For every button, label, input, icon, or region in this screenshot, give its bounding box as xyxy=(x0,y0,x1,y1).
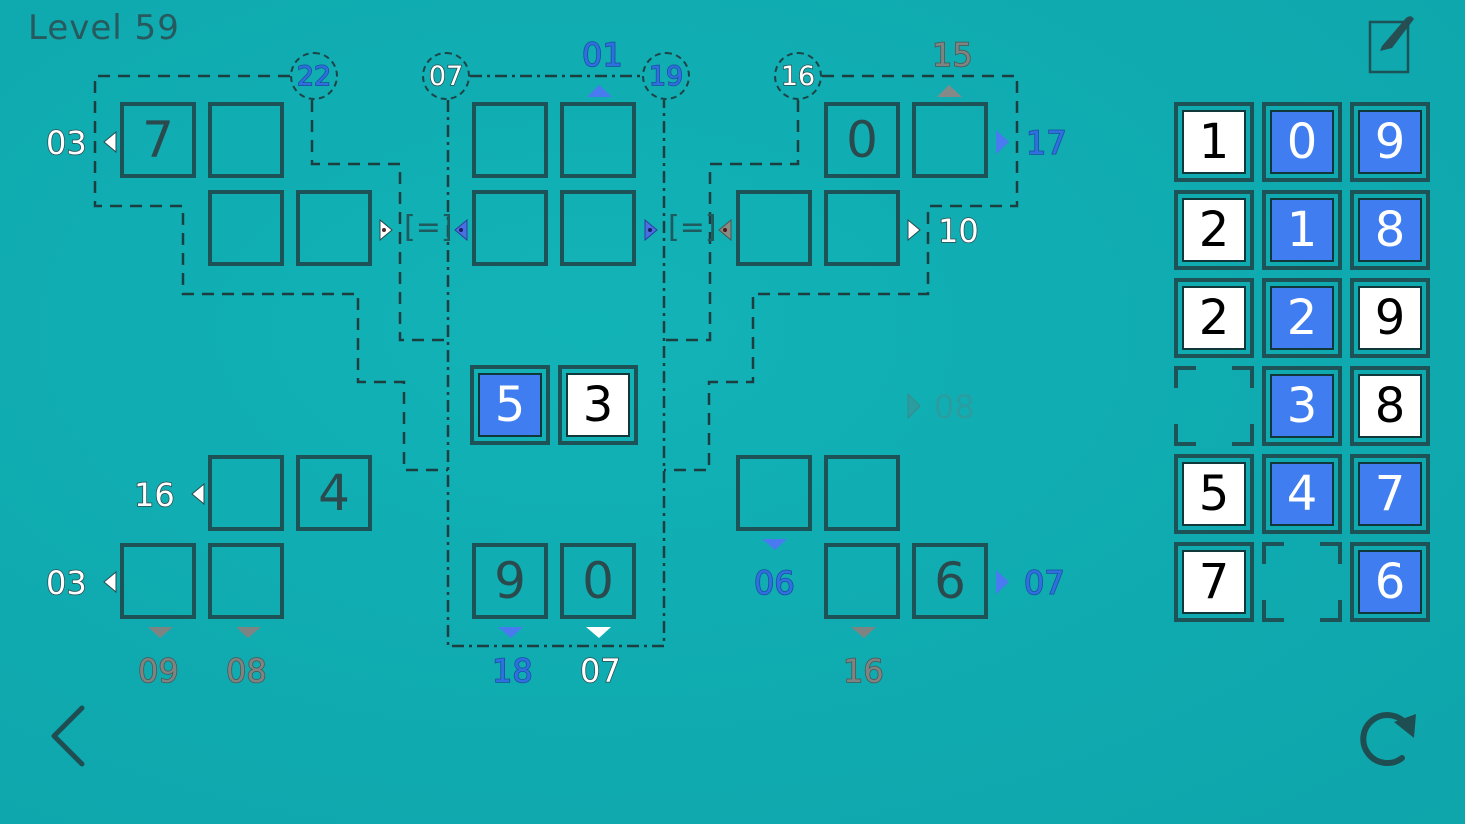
clue-bottom: 09 xyxy=(137,651,179,691)
chevron-left-icon xyxy=(51,705,85,767)
board-cell[interactable]: 0 xyxy=(560,543,636,619)
tray-tile[interactable]: 4 xyxy=(1262,454,1342,534)
clue-right: 07 xyxy=(1023,563,1065,603)
clue-left: 16 xyxy=(133,475,175,515)
clue-bottom: 18 xyxy=(491,651,533,691)
tray-tile[interactable]: 7 xyxy=(1350,454,1430,534)
clue-top: 01 xyxy=(581,35,623,75)
tray-tile[interactable]: 1 xyxy=(1262,190,1342,270)
board-cell[interactable] xyxy=(560,102,636,178)
tray-tile[interactable]: 8 xyxy=(1350,366,1430,446)
board-cell[interactable]: 7 xyxy=(120,102,196,178)
board-cell[interactable] xyxy=(120,543,196,619)
board-cell[interactable] xyxy=(912,102,988,178)
board-cell[interactable] xyxy=(208,102,284,178)
back-button[interactable] xyxy=(44,700,94,772)
clue-right: 10 xyxy=(937,211,979,251)
clue-bottom: 08 xyxy=(225,651,267,691)
level-title: Level 59 xyxy=(28,8,180,48)
clue-bottom: 07 xyxy=(579,651,621,691)
board-cell[interactable] xyxy=(824,543,900,619)
board-cell[interactable] xyxy=(736,455,812,531)
tray-empty-slot[interactable] xyxy=(1174,366,1254,446)
tray-tile[interactable]: 3 xyxy=(1262,366,1342,446)
placed-tile[interactable]: 5 xyxy=(470,365,550,445)
tray-tile[interactable]: 2 xyxy=(1262,278,1342,358)
tray-tile[interactable]: 8 xyxy=(1350,190,1430,270)
tray-empty-slot[interactable] xyxy=(1262,542,1342,622)
restart-button[interactable] xyxy=(1356,702,1426,772)
placed-tile[interactable]: 3 xyxy=(558,365,638,445)
board-cell[interactable] xyxy=(824,190,900,266)
tray-tile[interactable]: 7 xyxy=(1174,542,1254,622)
sum-circle-22: 22 xyxy=(290,52,338,100)
board-cell[interactable] xyxy=(208,190,284,266)
board-cell[interactable] xyxy=(208,543,284,619)
sum-circle-16: 16 xyxy=(774,52,822,100)
equal-constraint: [=] xyxy=(668,210,717,245)
board-cell[interactable]: 6 xyxy=(912,543,988,619)
sum-circle-19: 19 xyxy=(642,52,690,100)
board-cell[interactable] xyxy=(560,190,636,266)
board-cell[interactable] xyxy=(208,455,284,531)
clue-left: 03 xyxy=(45,563,87,603)
board-cell[interactable]: 9 xyxy=(472,543,548,619)
equal-constraint: [=] xyxy=(404,210,453,245)
tray-tile[interactable]: 9 xyxy=(1350,102,1430,182)
clue-left: 03 xyxy=(45,123,87,163)
clue-right: 17 xyxy=(1025,123,1067,163)
sum-circle-07: 07 xyxy=(422,52,470,100)
board-cell[interactable] xyxy=(824,455,900,531)
pencil-notepad-icon[interactable] xyxy=(1366,8,1416,76)
tray-tile[interactable]: 2 xyxy=(1174,190,1254,270)
board-cell[interactable] xyxy=(736,190,812,266)
restart-icon xyxy=(1360,712,1416,767)
clue-bottom: 16 xyxy=(842,651,884,691)
tray-tile[interactable]: 1 xyxy=(1174,102,1254,182)
tray-tile[interactable]: 2 xyxy=(1174,278,1254,358)
tray-tile[interactable]: 6 xyxy=(1350,542,1430,622)
board-cell[interactable] xyxy=(296,190,372,266)
clue-right-faint: 08 xyxy=(934,388,975,426)
board-cell[interactable]: 4 xyxy=(296,455,372,531)
board-cell[interactable] xyxy=(472,190,548,266)
tray-tile[interactable]: 0 xyxy=(1262,102,1342,182)
board-cell[interactable]: 0 xyxy=(824,102,900,178)
clue-top: 15 xyxy=(931,35,973,75)
board-cell[interactable] xyxy=(472,102,548,178)
tray-tile[interactable]: 9 xyxy=(1350,278,1430,358)
clue-bottom: 06 xyxy=(753,563,795,603)
tray-tile[interactable]: 5 xyxy=(1174,454,1254,534)
